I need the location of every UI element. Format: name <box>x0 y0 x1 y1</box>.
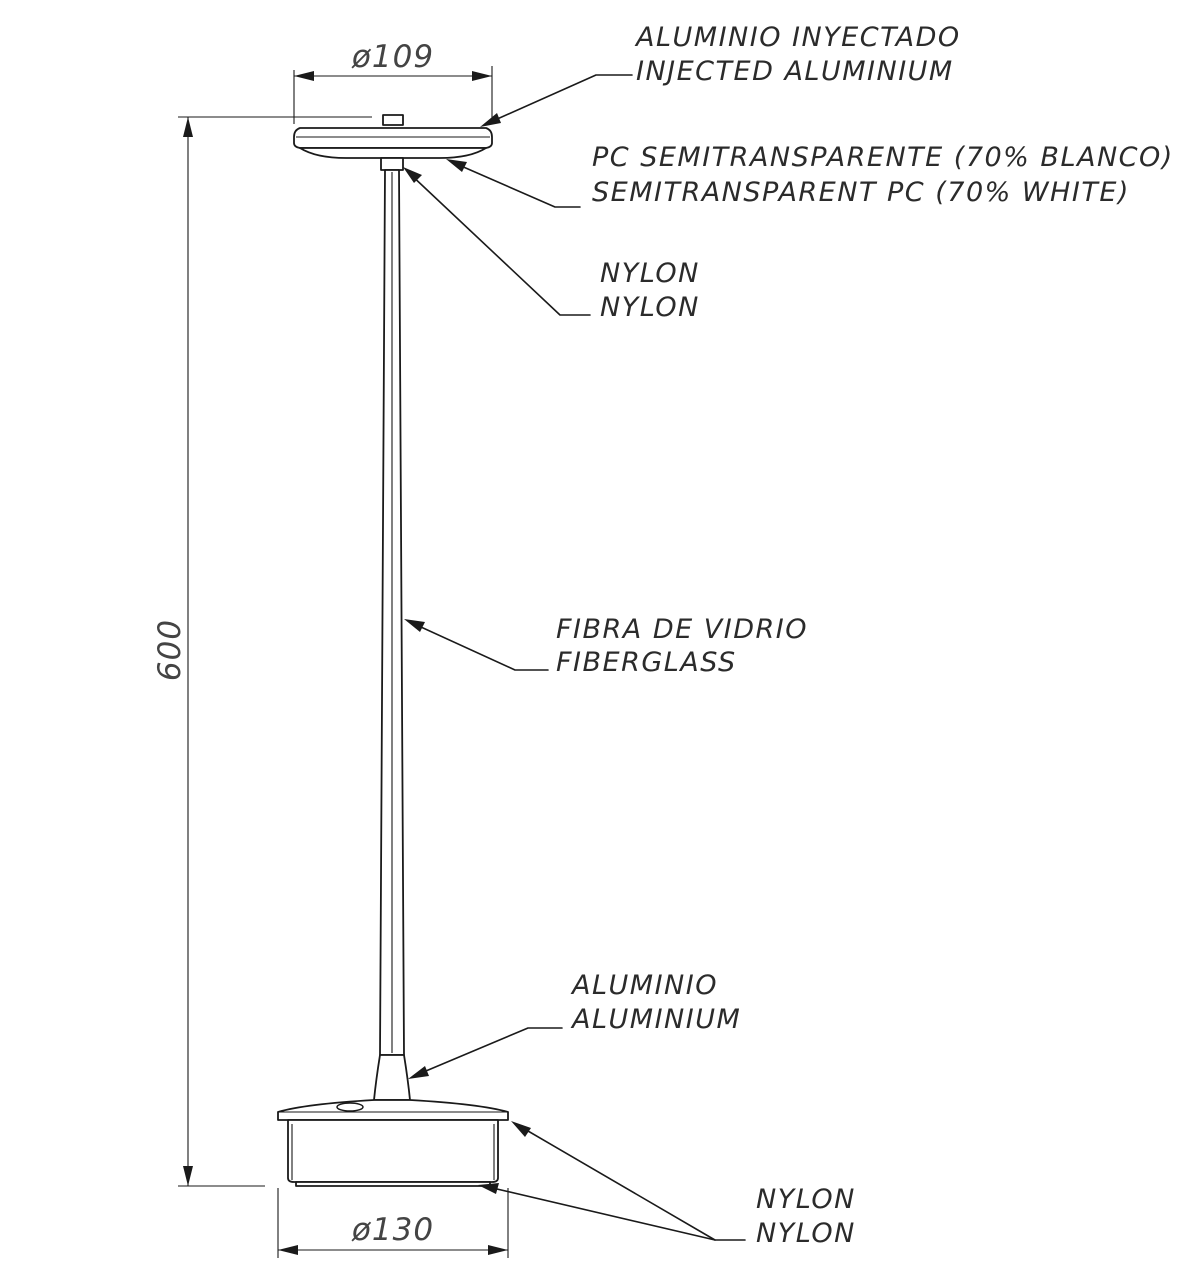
callout-aluminio: ALUMINIO ALUMINIUM <box>570 970 741 1035</box>
callout-line-es: ALUMINIO <box>570 970 718 1001</box>
head-knob <box>382 114 404 126</box>
callout-leaders <box>403 74 746 1241</box>
base-body <box>287 1119 499 1183</box>
base-switch <box>336 1102 364 1112</box>
height-label: 600 <box>152 619 188 681</box>
callout-aluminio-inyectado: ALUMINIO INYECTADO INJECTED ALUMINIUM <box>634 22 961 87</box>
base-foot <box>295 1181 491 1187</box>
callout-line-es: NYLON <box>756 1184 856 1215</box>
callout-line-es: NYLON <box>600 258 700 289</box>
dimension-top-diameter: ø109 <box>293 39 493 124</box>
callout-line-en: NYLON <box>600 292 700 323</box>
callout-line-en: FIBERGLASS <box>556 647 737 678</box>
callout-line-es: FIBRA DE VIDRIO <box>556 614 808 645</box>
base-collar <box>373 1054 411 1101</box>
head-disc <box>293 127 493 149</box>
head-joint <box>380 157 404 171</box>
top-diameter-label: ø109 <box>351 39 434 75</box>
callout-fibra-de-vidrio: FIBRA DE VIDRIO FIBERGLASS <box>556 614 808 678</box>
callout-line-es: ALUMINIO INYECTADO <box>634 22 961 53</box>
callout-line-en: INJECTED ALUMINIUM <box>636 56 954 87</box>
callout-nylon-top: NYLON NYLON <box>600 258 700 323</box>
dimension-base-diameter: ø130 <box>277 1188 509 1258</box>
base-plate <box>277 1099 509 1121</box>
base-diameter-label: ø130 <box>351 1212 434 1248</box>
callout-line-en: NYLON <box>756 1218 856 1249</box>
callout-pc-semitransparente: PC SEMITRANSPARENTE (70% BLANCO) SEMITRA… <box>592 142 1174 208</box>
callout-line-es: PC SEMITRANSPARENTE (70% BLANCO) <box>592 142 1174 173</box>
callout-nylon-base: NYLON NYLON <box>756 1184 856 1249</box>
head-diffuser <box>299 147 487 159</box>
dimension-height: 600 <box>152 116 372 1187</box>
lamp-outline <box>277 114 509 1187</box>
callout-line-en: SEMITRANSPARENT PC (70% WHITE) <box>592 177 1130 208</box>
callout-line-en: ALUMINIUM <box>570 1004 741 1035</box>
